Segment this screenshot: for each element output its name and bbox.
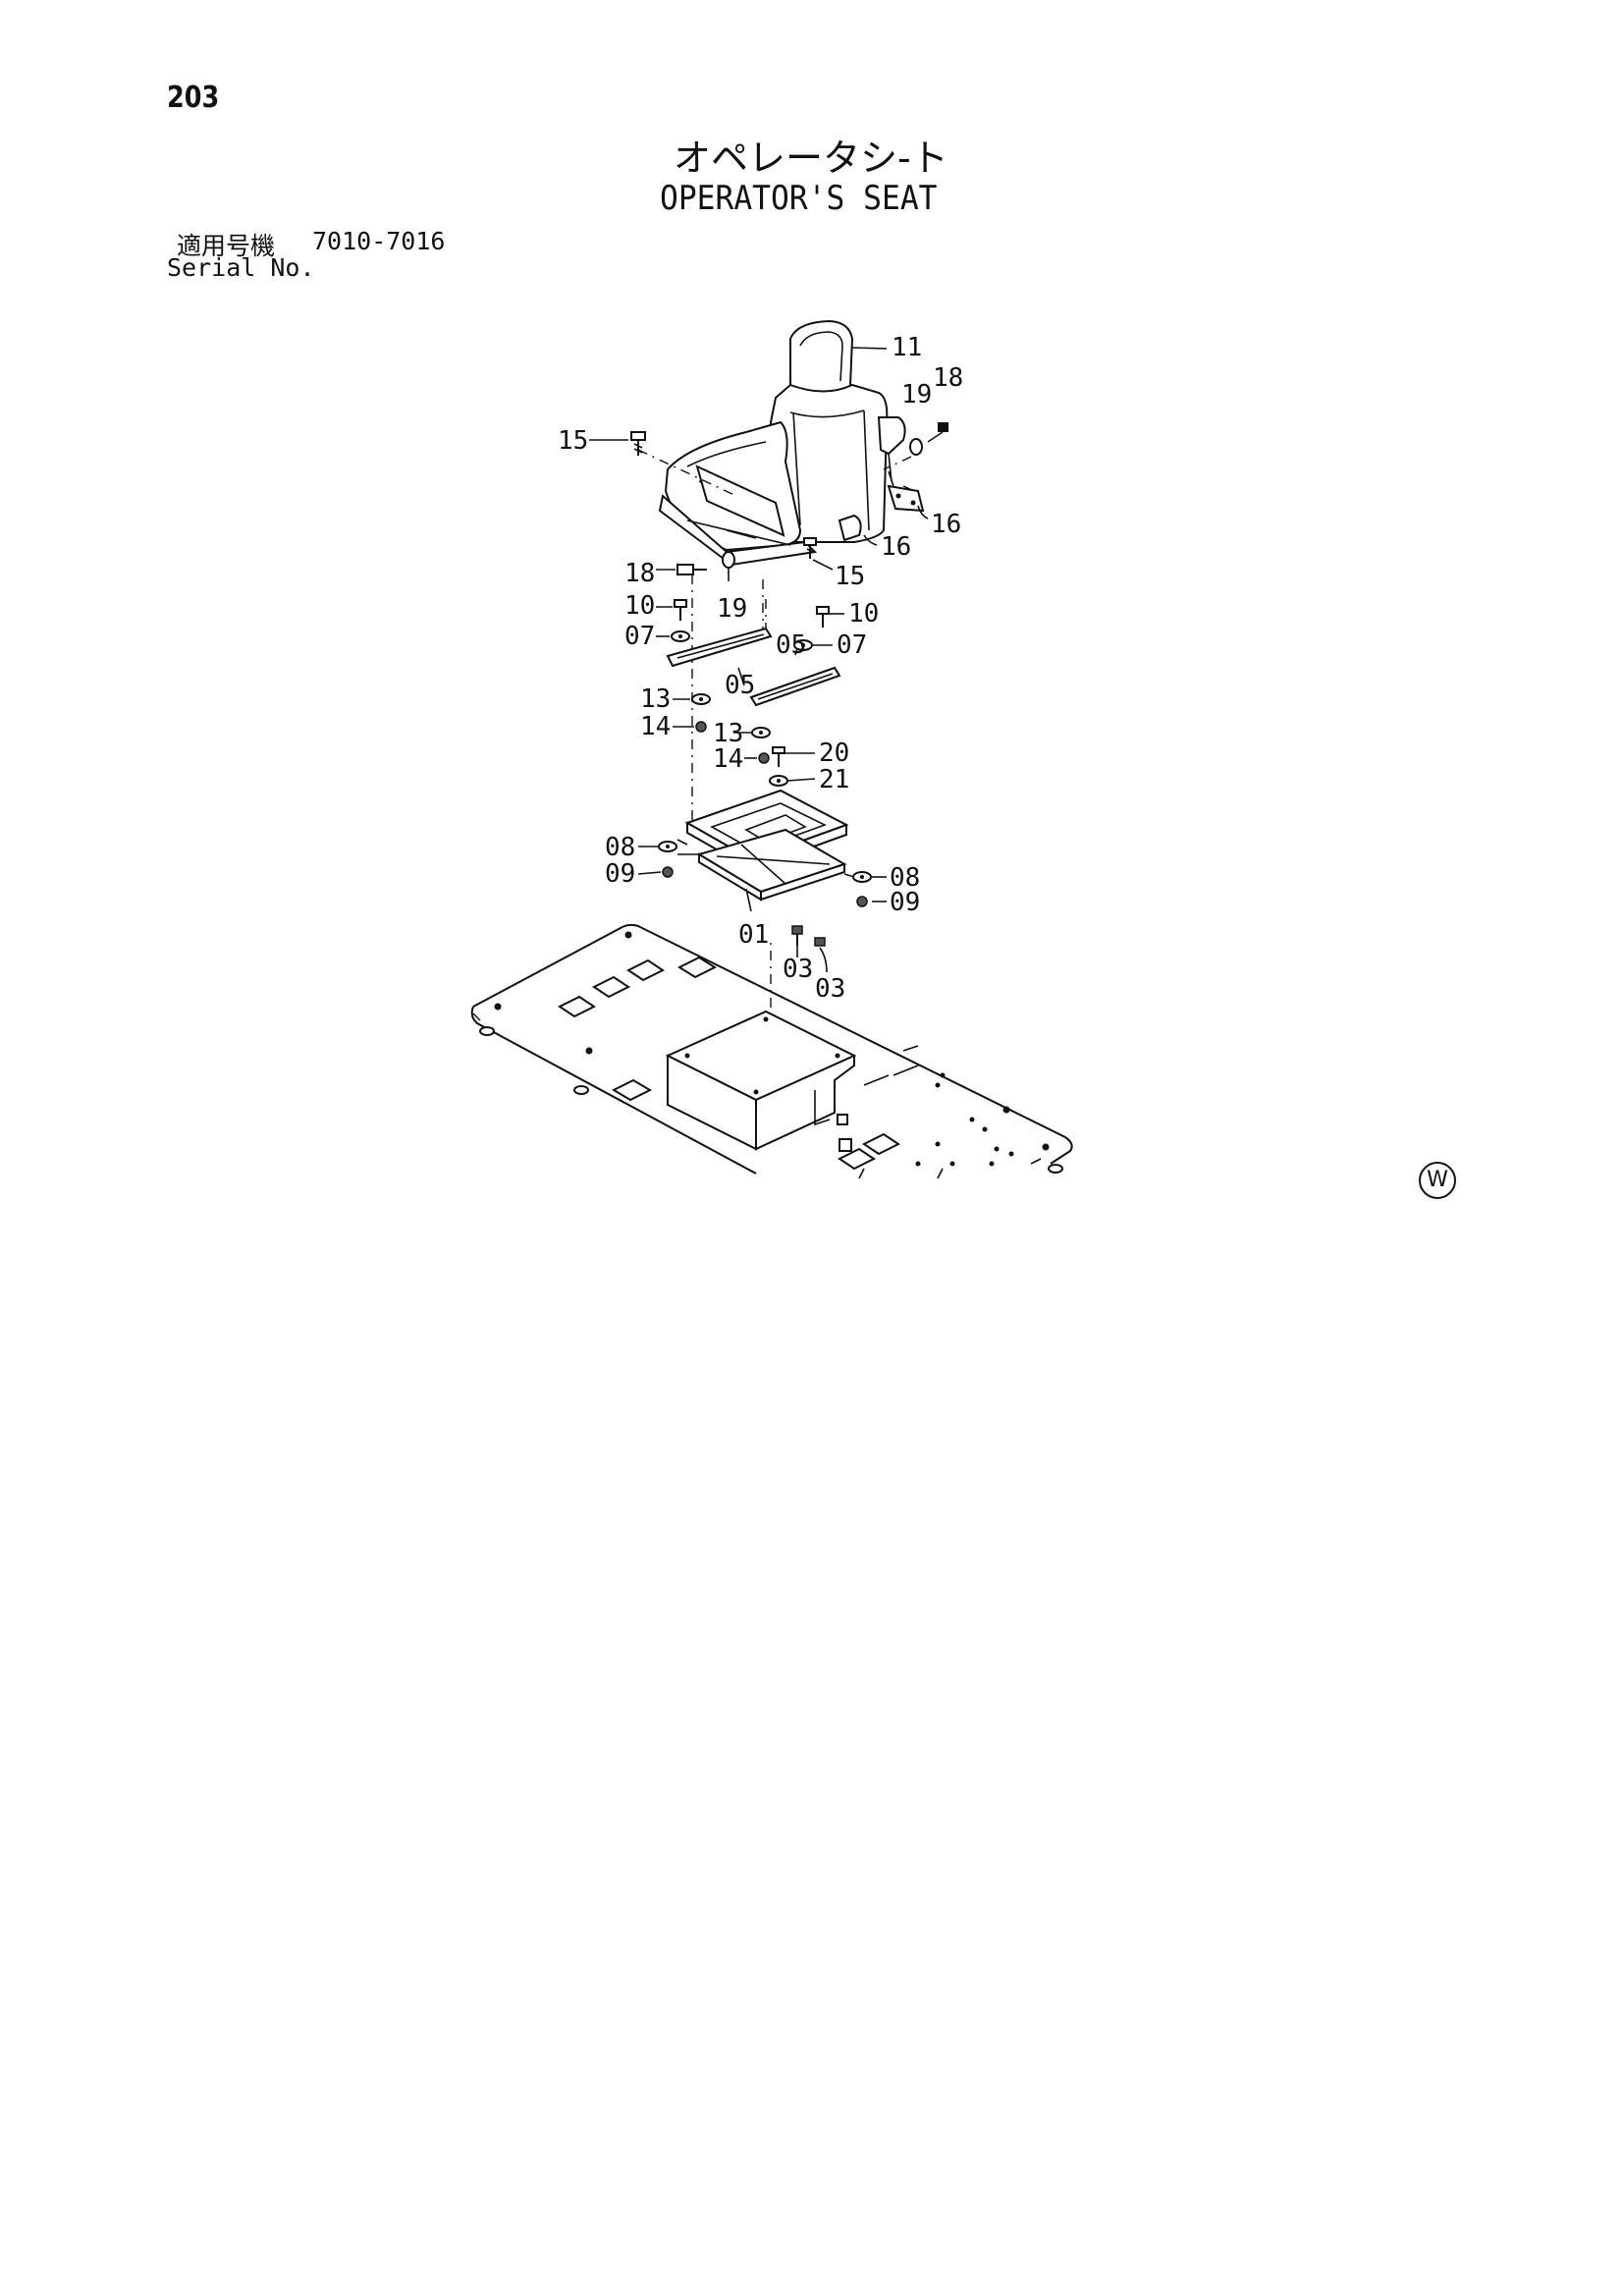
part-label-05-upper: 05 (776, 630, 806, 660)
page-number: 203 (167, 81, 220, 115)
part-label-07-right: 07 (837, 630, 867, 660)
part-label-09-right: 09 (890, 888, 920, 917)
rails-drawing (666, 574, 841, 1031)
part-label-10-left: 10 (624, 591, 655, 621)
part-label-19-lower: 19 (717, 594, 747, 624)
part-label-15-lower: 15 (835, 562, 865, 591)
part-label-21: 21 (819, 765, 849, 794)
serial-label-japanese: 適用号機 (177, 232, 276, 260)
part-label-03-left: 03 (783, 955, 813, 984)
leader-lines (589, 347, 929, 973)
w-mark: W (1419, 1162, 1456, 1199)
title-english: OPERATOR'S SEAT (660, 179, 938, 218)
suspension-drawing (658, 789, 872, 947)
part-labels: 11 18 19 15 16 16 15 18 19 10 07 10 05 0… (558, 333, 963, 1004)
part-label-01: 01 (738, 920, 769, 950)
part-label-14-left: 14 (640, 712, 671, 741)
part-label-19-top: 19 (901, 380, 932, 410)
part-label-10-right: 10 (848, 599, 879, 629)
part-label-14-right: 14 (713, 744, 743, 774)
title-japanese: オペレータシ-ト (674, 137, 948, 180)
part-label-18-lower: 18 (624, 559, 655, 588)
floor-plate-drawing (470, 923, 1073, 1179)
part-label-03-right: 03 (815, 974, 845, 1004)
part-label-13-right: 13 (713, 719, 743, 748)
part-label-08-right: 08 (890, 863, 920, 893)
part-label-09-left: 09 (605, 859, 635, 889)
part-label-20: 20 (819, 738, 849, 768)
part-label-13-left: 13 (640, 684, 671, 714)
serial-range: 7010-7016 (312, 227, 446, 255)
part-label-16-right: 16 (931, 510, 961, 539)
part-label-11: 11 (892, 333, 922, 362)
part-label-16-lower: 16 (881, 532, 911, 562)
part-label-07-left: 07 (624, 622, 655, 651)
seat-drawing (630, 319, 948, 575)
part-label-05-lower: 05 (725, 671, 755, 700)
part-label-15-top: 15 (558, 426, 588, 456)
part-label-08-left: 08 (605, 833, 635, 862)
part-label-18-top: 18 (933, 363, 963, 393)
serial-label-english: Serial No. (167, 253, 315, 282)
